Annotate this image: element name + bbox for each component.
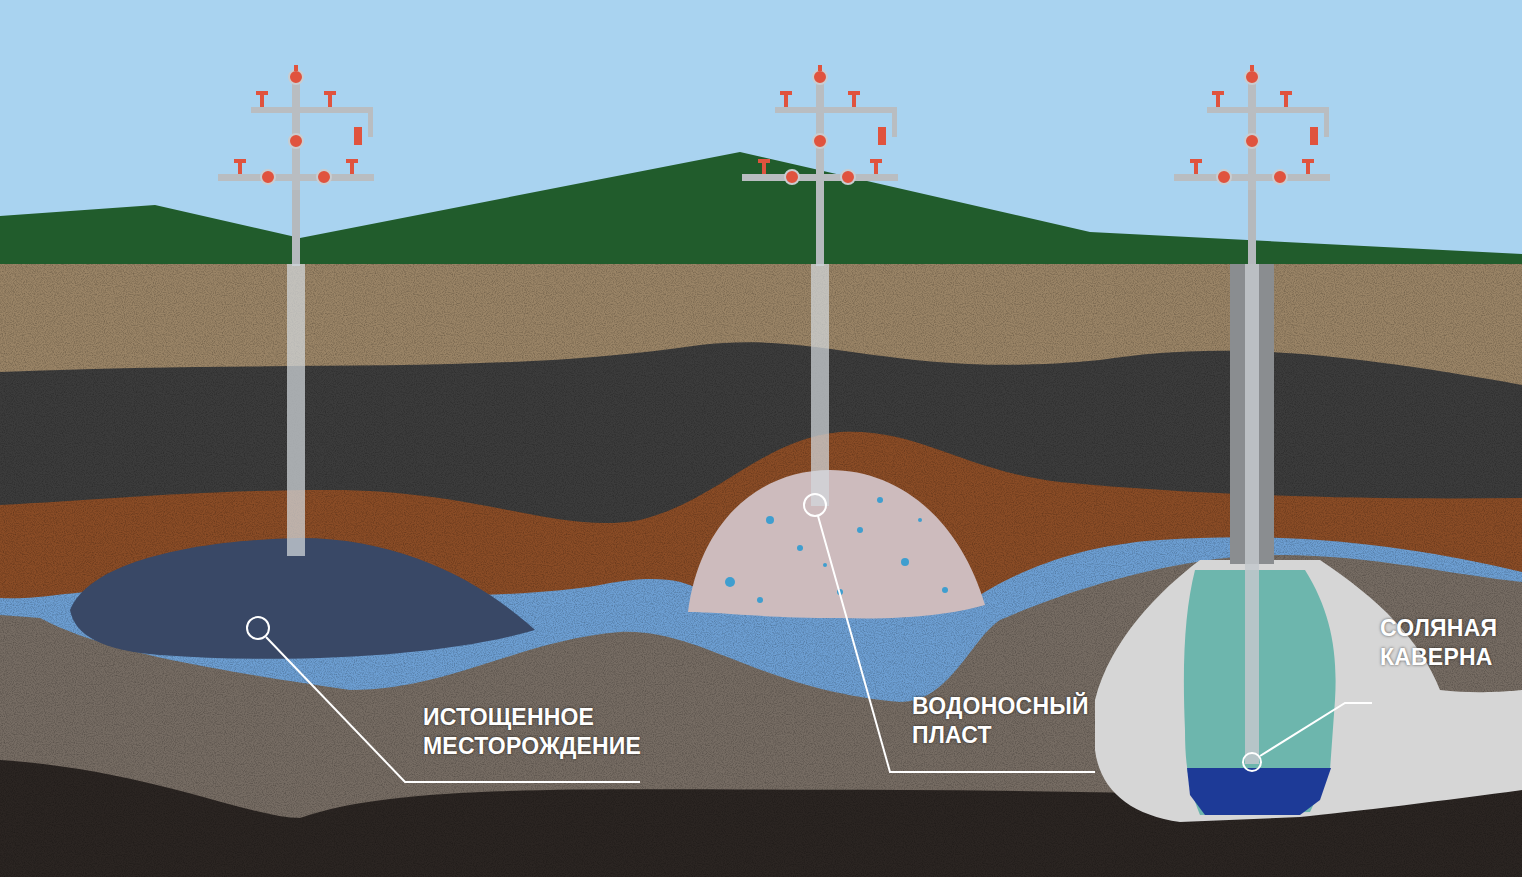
wellhead <box>218 65 374 190</box>
texture <box>0 264 1522 877</box>
drawing-part <box>725 577 735 587</box>
sky <box>0 0 1522 270</box>
drawing-part <box>857 527 863 533</box>
salt-cavern <box>1184 570 1336 815</box>
water-dots <box>725 497 948 603</box>
drawing-part <box>918 518 922 522</box>
layer-label: ИСТОЩЕННОЕ МЕСТОРОЖДЕНИЕ <box>423 703 663 761</box>
leader-marker <box>247 617 269 639</box>
drawing-part <box>797 545 803 551</box>
layer-label: ВОДОНОСНЫЙ ПЛАСТ <box>912 692 1127 750</box>
depleted-field <box>70 538 535 659</box>
drawing-part <box>877 497 883 503</box>
leader-line <box>1260 703 1372 756</box>
drawing-part <box>901 558 909 566</box>
drawing-part <box>823 563 827 567</box>
drawing-part <box>942 587 948 593</box>
well-pipe <box>287 264 305 556</box>
aquifer-dome <box>688 470 985 618</box>
well-pipe <box>811 264 829 506</box>
wellhead <box>1174 65 1330 190</box>
hills <box>0 152 1522 268</box>
leader-marker <box>804 494 826 516</box>
strata <box>0 264 1522 877</box>
topsoil-layer <box>0 264 1522 877</box>
layer-label: СОЛЯНАЯ КАВЕРНА <box>1380 614 1515 672</box>
well-pipe <box>1245 264 1259 764</box>
leader-lines <box>247 494 1372 782</box>
drawing-part <box>757 597 763 603</box>
salt-massif <box>1095 560 1522 822</box>
brine <box>1187 768 1331 815</box>
leader-marker <box>1243 753 1261 771</box>
drawing-part <box>766 516 774 524</box>
wells <box>218 65 1330 764</box>
wellhead <box>742 65 898 190</box>
